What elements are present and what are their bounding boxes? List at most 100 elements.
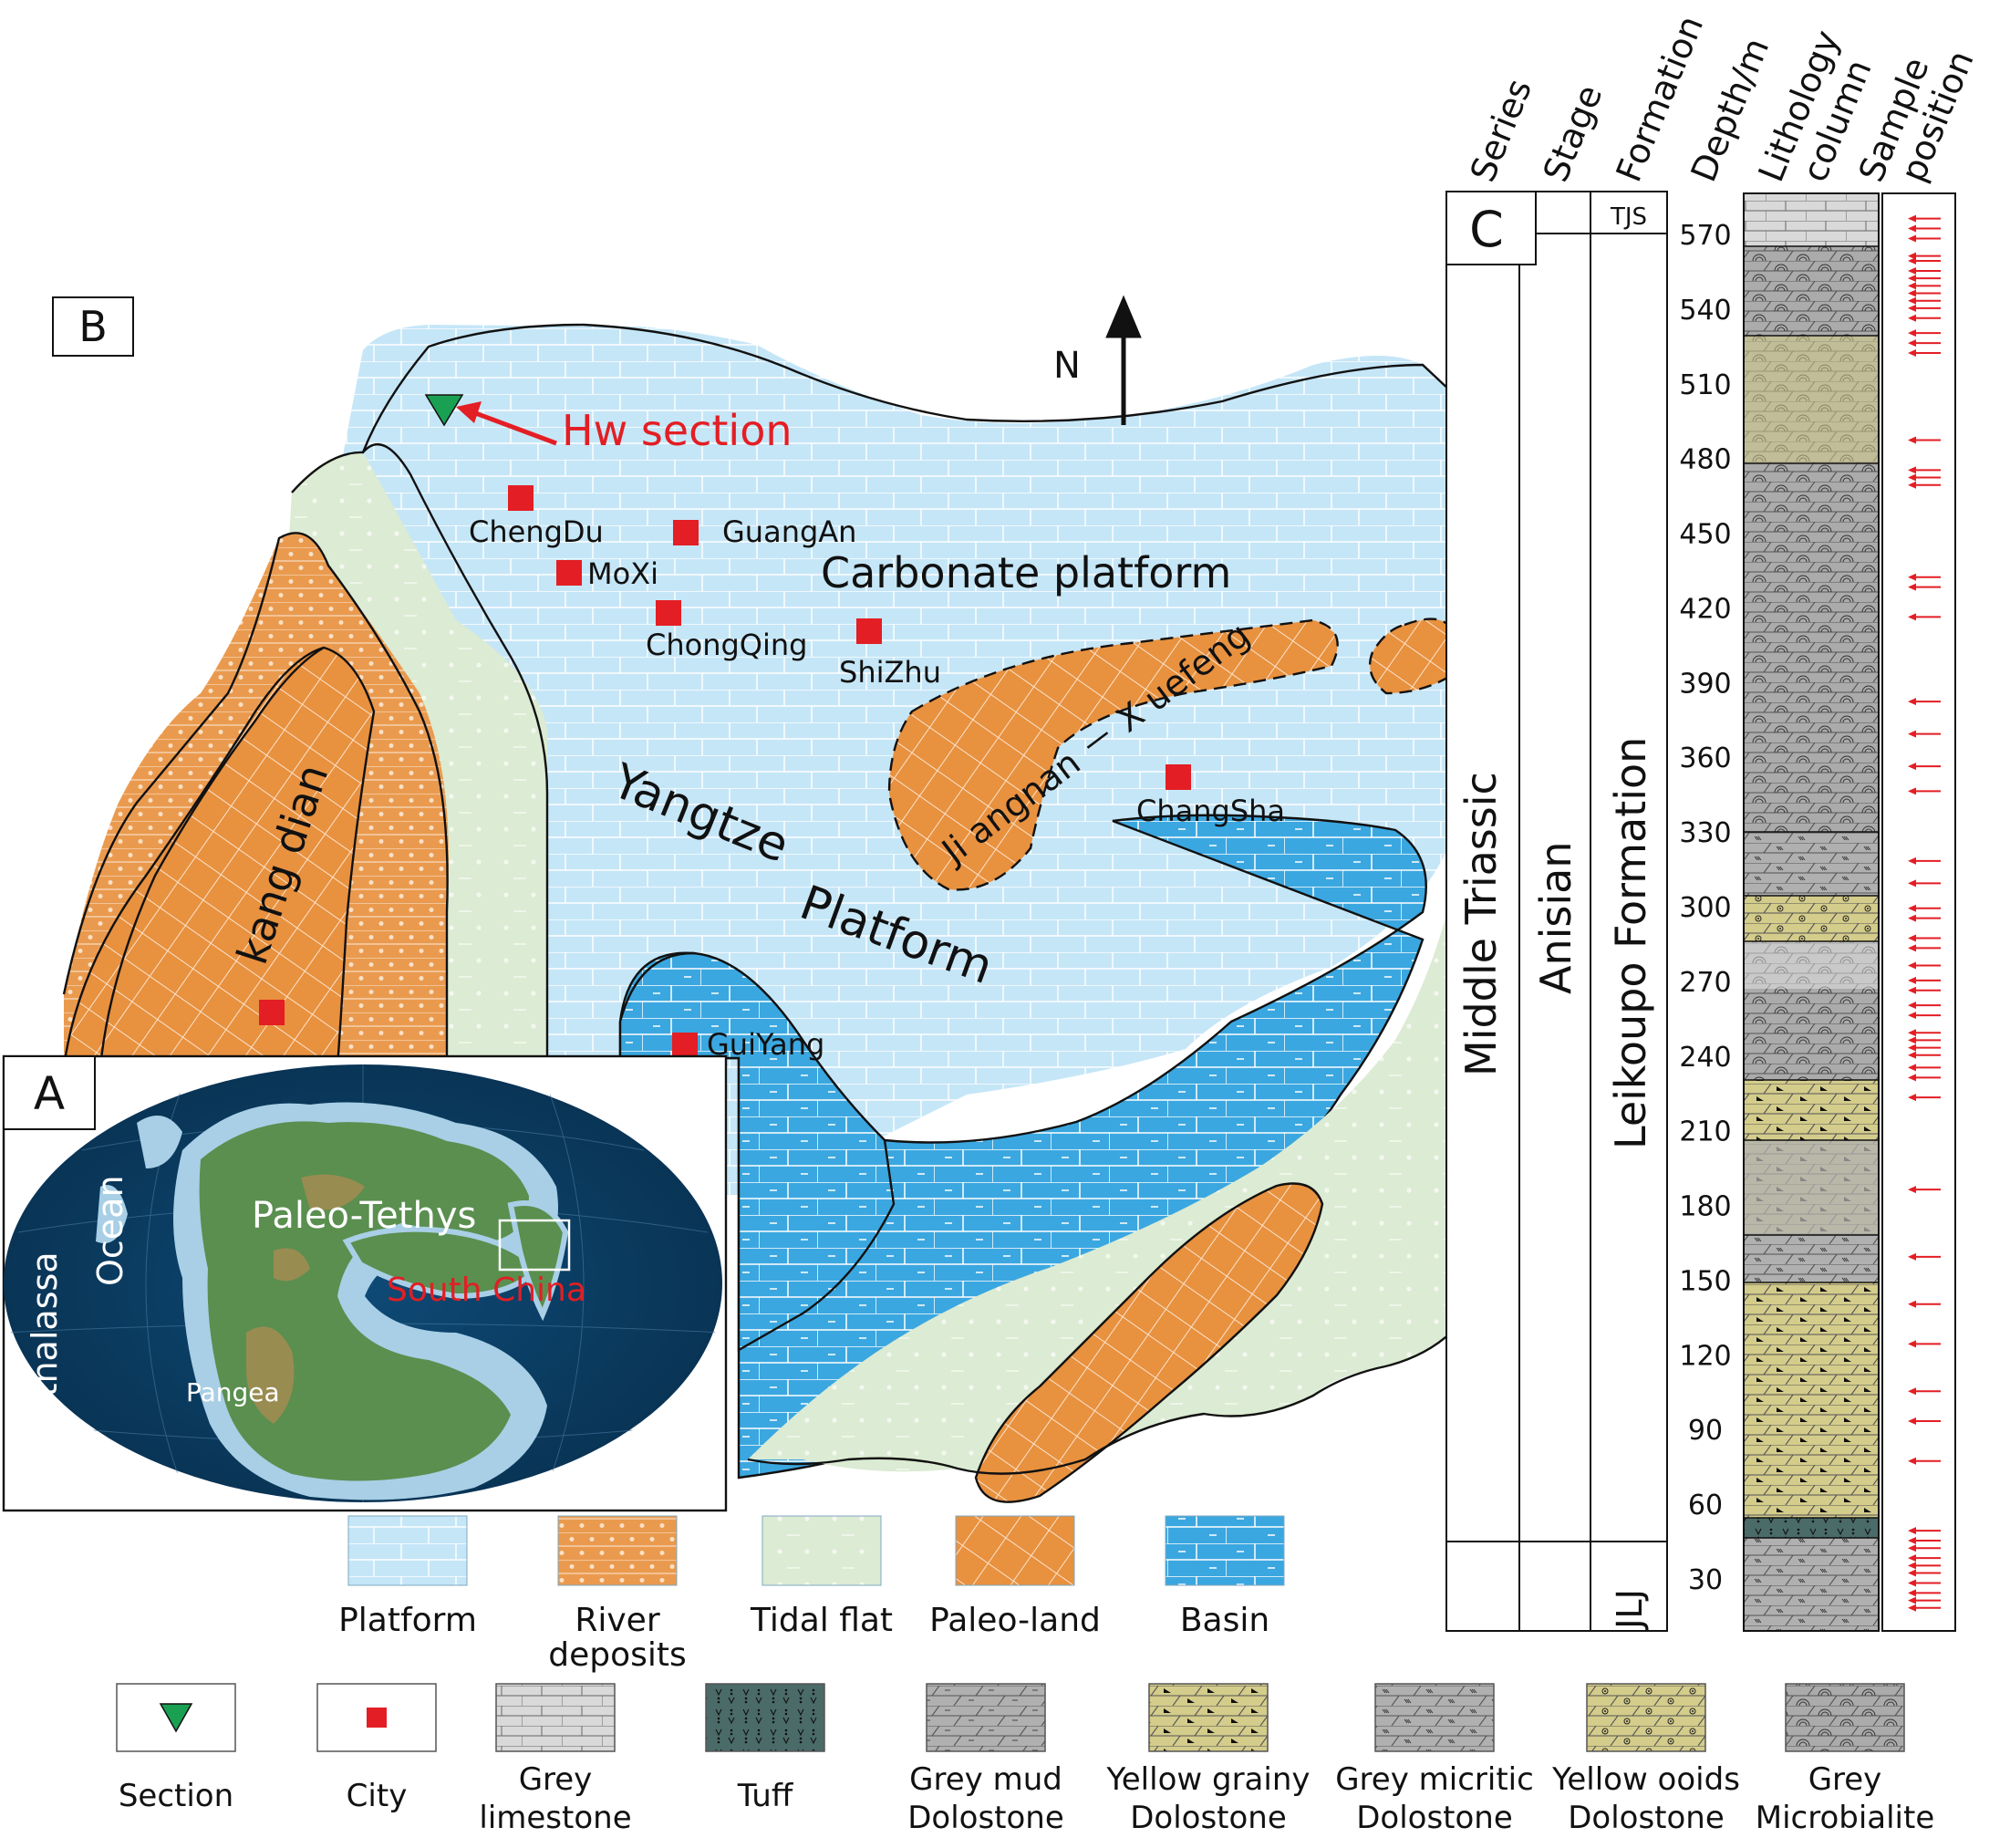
city-marker-moxi (556, 560, 582, 586)
region-jiangnan-xuefeng (887, 618, 1339, 891)
section-marker (424, 394, 464, 427)
depth-tick-label: 420 (1679, 593, 1731, 625)
tidal-flat-outline (291, 442, 549, 1067)
city-label-chongqing: ChongQing (646, 628, 807, 662)
panel-b-box (52, 296, 134, 357)
sample-arrow (1908, 1036, 1941, 1044)
stratigraphic-column: Series Stage Formation Depth/m Lithology… (1445, 10, 1982, 1632)
lithology-legend-item: Section (116, 1683, 236, 1814)
depth-tick-label: 480 (1679, 444, 1731, 476)
section-arrowhead (456, 401, 482, 423)
panel-b-label: B (78, 302, 108, 351)
lithology-label-line2: Dolostone (1568, 1800, 1725, 1836)
north-islands (96, 1116, 182, 1243)
study-area-box (498, 1219, 571, 1272)
facies-legend-item: Platform (338, 1515, 477, 1639)
sample-arrow (1908, 1569, 1941, 1577)
depth-tick-label: 330 (1679, 817, 1731, 849)
panel-c-label: C (1469, 201, 1504, 258)
sample-arrow (1908, 1579, 1941, 1587)
region-southeast-tidal-flat (748, 894, 1452, 1472)
depth-tick-label: 570 (1679, 220, 1731, 252)
lithology-legend-item: Tuff (705, 1683, 825, 1814)
region-southeast-paleoland (974, 1182, 1324, 1503)
depth-tick-label: 210 (1679, 1116, 1731, 1148)
lithology-swatch-microbialite (1785, 1683, 1905, 1752)
sample-arrow (1908, 252, 1941, 260)
city-marker-chongqing (656, 600, 681, 626)
sample-arrow (1908, 698, 1941, 706)
pangea-globe-inset: Panthalassa Ocean Paleo-Tethys South Chi… (2, 1054, 728, 1512)
sample-arrow (1908, 339, 1941, 348)
region-platform (310, 325, 1452, 1195)
lithology-label: Tuff (737, 1778, 794, 1814)
lithology-legend-item: City (316, 1683, 437, 1814)
lithology-label-line2: Dolostone (1130, 1800, 1287, 1836)
globe-ocean-label-2: Ocean (90, 1175, 130, 1286)
depth-tick-label: 510 (1679, 369, 1731, 401)
river-outline (62, 532, 449, 1067)
sample-arrow (1908, 289, 1941, 297)
sample-arrow (1908, 1554, 1941, 1562)
sample-arrow (1908, 914, 1941, 922)
sample-arrow (1908, 1002, 1941, 1010)
sample-arrow (1908, 349, 1941, 358)
facies-legend-item: Basin (1165, 1515, 1285, 1639)
city-marker-guangan (673, 520, 699, 545)
depth-tick-label: 180 (1679, 1191, 1731, 1223)
sample-arrow (1908, 214, 1941, 223)
sample-arrow (1908, 934, 1941, 942)
panel-a-label: A (34, 1067, 65, 1120)
facies-label: Paleo-land (929, 1602, 1101, 1639)
sample-arrow (1908, 1051, 1941, 1059)
sample-arrow (1908, 1074, 1941, 1082)
sample-arrow (1908, 1043, 1941, 1052)
sample-arrow (1908, 1252, 1941, 1261)
depth-tick-label: 240 (1679, 1042, 1731, 1074)
paleogeography-map: N Hw section ChengDu GuangAn MoXi ChongQ… (52, 295, 1454, 1503)
sample-arrow (1908, 1387, 1941, 1396)
facies-swatch-paleoland (955, 1515, 1075, 1586)
sample-arrow (1908, 986, 1941, 994)
lithology-label: Yellow grainy (1106, 1761, 1311, 1798)
city-marker-changsha (1166, 764, 1191, 790)
lithology-label: Grey mud (909, 1761, 1062, 1798)
globe-south-china-label: South China (387, 1272, 586, 1309)
sample-arrow (1908, 1094, 1941, 1102)
facies-swatch-platform (347, 1515, 468, 1586)
sample-arrow (1908, 1604, 1941, 1612)
sample-arrow (1908, 1012, 1941, 1020)
sample-arrow (1908, 329, 1941, 337)
sample-arrow (1908, 961, 1941, 970)
sample-arrow (1908, 282, 1941, 290)
section-label: Hw section (562, 406, 793, 455)
globe-tethys-label: Paleo-Tethys (252, 1195, 476, 1237)
bottom-unit-label: JLJ (1610, 1589, 1650, 1631)
sample-arrow (1908, 224, 1941, 233)
facies-label: River (575, 1602, 659, 1639)
depth-tick-label: 450 (1679, 519, 1731, 551)
city-marker-kangdian (259, 1000, 285, 1025)
north-arrow (1105, 295, 1142, 425)
sample-arrow (1908, 879, 1941, 888)
region-label-carbonate-platform: Carbonate platform (821, 548, 1231, 597)
sample-arrow (1908, 763, 1941, 771)
city-marker-chengdu (508, 485, 534, 511)
sample-arrow (1908, 904, 1941, 912)
column-frame (1445, 191, 1668, 1632)
facies-legend-item: Paleo-land (929, 1515, 1101, 1639)
panel-a-box (3, 1055, 96, 1130)
pangea-highlands (246, 1174, 365, 1424)
globe-ocean-label-1: Panthalassa (25, 1251, 65, 1459)
city-label-chengdu: ChengDu (469, 514, 604, 549)
header-series: Series (1463, 74, 1540, 188)
section-arrow (462, 406, 557, 446)
lithology-label-line2: Dolostone (907, 1800, 1064, 1836)
lithology-label: Grey (1808, 1761, 1882, 1798)
city-icon (367, 1708, 387, 1728)
depth-tick-label: 300 (1679, 892, 1731, 924)
